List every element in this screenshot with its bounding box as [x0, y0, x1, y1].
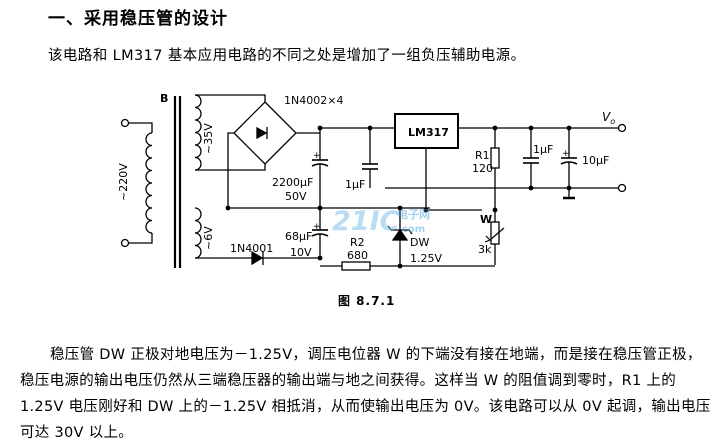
output-terminal-vo	[617, 123, 627, 133]
label-c-main-value: 2200μF	[272, 176, 313, 189]
r2-resistor	[341, 261, 371, 271]
label-input-voltage: ~220V	[117, 163, 130, 201]
watermark-logo: 21IC 电子网 com	[332, 206, 430, 237]
label-r2-name: R2	[350, 236, 365, 249]
label-zener-voltage: 1.25V	[410, 252, 442, 265]
label-pot-value: 3k	[478, 243, 492, 256]
circuit-schematic: + + + 21IC 电子网 com B ~220V ~35V ~6V 1N40…	[117, 92, 627, 271]
d-1n4001	[251, 250, 264, 266]
label-c-1uf-a: 1μF	[345, 178, 365, 191]
label-c-neg-voltage: 10V	[290, 246, 312, 259]
body-paragraph: 稳压管 DW 正极对地电压为－1.25V，调压电位器 W 的下端没有接在地端，而…	[20, 342, 716, 446]
label-secondary-6v: ~6V	[202, 226, 215, 250]
label-regulator: LM317	[408, 126, 449, 139]
body-text: 稳压管 DW 正极对地电压为－1.25V，调压电位器 W 的下端没有接在地端，而…	[20, 347, 711, 441]
svg-text:+: +	[313, 222, 321, 232]
label-c-main-voltage: 50V	[285, 190, 307, 203]
bridge-rectifier	[233, 101, 297, 165]
section-heading: 一、采用稳压管的设计	[48, 9, 228, 29]
secondary-coil-35v	[194, 94, 202, 171]
watermark-suffix: 电子网	[397, 207, 430, 221]
label-c-out: 10μF	[582, 154, 609, 167]
input-terminal-bottom	[120, 238, 130, 248]
secondary-coil-6v	[194, 207, 202, 259]
label-r1-name: R1	[475, 149, 490, 162]
label-transformer: B	[160, 92, 168, 105]
label-bridge: 1N4002×4	[284, 94, 343, 107]
label-c-neg-value: 68μF	[285, 230, 312, 243]
svg-text:+: +	[313, 151, 321, 161]
label-diode-1n4001: 1N4001	[230, 242, 273, 255]
label-c-1uf-b: 1μF	[533, 143, 553, 156]
svg-text:+: +	[562, 149, 570, 159]
label-secondary-35v: ~35V	[202, 123, 215, 154]
label-r2-value: 680	[347, 249, 368, 262]
intro-paragraph: 该电路和 LM317 基本应用电路的不同之处是增加了一组负压辅助电源。	[48, 48, 526, 64]
label-r1-value: 120	[472, 162, 493, 175]
label-pot-name: W	[480, 213, 492, 226]
figure-caption: 图 8.7.1	[338, 294, 396, 308]
label-zener-name: DW	[410, 236, 429, 249]
label-output-v: Vo	[602, 110, 615, 126]
primary-coil	[145, 132, 153, 234]
output-terminal-ground	[617, 183, 627, 193]
watermark-brand: 21IC	[332, 206, 400, 237]
watermark-domain: com	[402, 224, 425, 235]
input-terminal-top	[120, 118, 130, 128]
